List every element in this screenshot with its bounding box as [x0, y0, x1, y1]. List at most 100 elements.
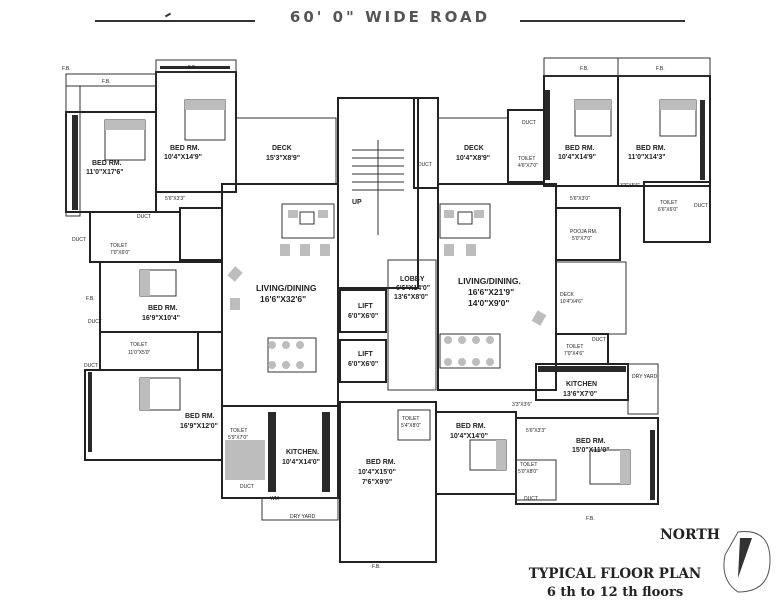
north-arrow-icon	[723, 531, 771, 593]
bed-icon-br2	[589, 449, 631, 485]
bed-ml-size: 16'9"X10'4"	[142, 315, 180, 322]
duct-left1: DUCT	[72, 237, 86, 243]
toilet-br: TOILET	[520, 462, 537, 468]
up-label: UP	[352, 199, 362, 206]
bed-br2-name: BED RM.	[576, 438, 606, 445]
toilet-bc-size: 5'4"X8'0"	[401, 423, 421, 429]
bed-ml-name: BED RM.	[148, 305, 178, 312]
toilet-mr-size: 7'0"X4'6"	[564, 351, 584, 357]
pooja-size: 5'0"X7'0"	[572, 236, 592, 242]
bed-icon-bl	[139, 377, 181, 411]
bed-bc-name: BED RM.	[366, 459, 396, 466]
lobby-size1: 6'6"X14'0"	[396, 285, 430, 292]
lobby-name: LOBBY	[400, 276, 425, 283]
lift1-size: 6'0"X6'0"	[348, 313, 378, 320]
toilet-tr2: TOILET	[660, 200, 677, 206]
duct-center: DUCT	[418, 162, 432, 168]
bed-tl2-name: BED RM.	[170, 145, 200, 152]
dry-yard-left-label: DRY YARD	[290, 514, 316, 520]
bed-bc-size1: 10'4"X15'0"	[358, 469, 396, 476]
wm-label: WM	[270, 496, 279, 502]
wall-toilet-tr2	[643, 181, 711, 243]
wall-wardrobe-tl	[179, 207, 223, 261]
toilet-tr: TOILET	[518, 156, 535, 162]
living-left-name: LIVING/DINING	[256, 283, 317, 293]
bed-icon-ml	[139, 269, 177, 297]
bed-br1-size: 10'4"X14'0"	[450, 433, 488, 440]
kitchen-right-name: KITCHEN	[566, 381, 597, 388]
wall-top-left-bed	[155, 71, 237, 193]
duct-bl: DUCT	[240, 484, 254, 490]
counter-kitchen-left-1	[268, 412, 276, 492]
living-left-size: 16'6"X32'6"	[260, 294, 306, 304]
pooja-name: POOJA RM.	[570, 229, 597, 235]
bed-bl-name: BED RM.	[185, 413, 215, 420]
deck-mr-size: 10'4"X4'6"	[560, 299, 583, 305]
toilet-br	[515, 459, 557, 501]
road-line-left	[95, 20, 255, 22]
lift-1	[339, 289, 387, 333]
duct-ml2: DUCT	[84, 363, 98, 369]
dim-tr3: 5'6"X3'0"	[570, 196, 590, 202]
fb-left-side	[65, 73, 157, 87]
counter-kitchen-right	[538, 366, 626, 372]
living-right-size2: 14'0"X9'0"	[468, 298, 509, 308]
dining-table-left	[267, 337, 317, 373]
window-top-left	[160, 66, 230, 69]
toilet-bl-size: 5'9"X7'0"	[228, 435, 248, 441]
kitchen-left-size: 10'4"X14'0"	[282, 459, 320, 466]
dry-yard-right-label: DRY YARD	[632, 374, 658, 380]
bed-tr1-name: BED RM.	[565, 145, 595, 152]
toilet-ml: TOILET	[130, 342, 147, 348]
lobby	[387, 259, 437, 391]
bed-tl-size: 11'0"X17'6"	[86, 169, 124, 176]
bed-tl2-size: 10'4"X14'9"	[164, 154, 202, 161]
dim-br: 3'3"X3'6"	[512, 402, 532, 408]
lift-2	[339, 339, 387, 383]
window-br2	[650, 430, 655, 500]
dim-tl: 5'6"X3'3"	[165, 196, 185, 202]
deck-left-size: 15'3"X8'9"	[266, 155, 300, 162]
window-ml	[88, 372, 92, 452]
deck-left-name: DECK	[272, 145, 292, 152]
bed-tl-name: BED RM.	[92, 160, 122, 167]
deck-right-name: DECK	[464, 145, 484, 152]
window-tr1	[545, 90, 550, 180]
duct-br: DUCT	[524, 496, 538, 502]
living-right-name: LIVING/DINING.	[458, 276, 521, 286]
toilet-tr-size: 4'6"X7'0"	[518, 163, 538, 169]
dining-table-right	[439, 333, 501, 369]
toilet-tl: TOILET	[110, 243, 127, 249]
deck-mr-name: DECK	[560, 292, 575, 298]
fb-bottom: F.B.	[372, 564, 381, 570]
duct-top-left: DUCT	[137, 214, 151, 220]
lift1-name: LIFT	[358, 303, 373, 310]
fb-right-label: F.B.	[580, 66, 589, 72]
toilet-bc: TOILET	[402, 416, 419, 422]
plan-subtitle: 6 th to 12 th floors	[546, 585, 684, 600]
fb-top-left-label: F.B.	[188, 65, 197, 71]
stair-treads	[352, 140, 404, 235]
bed-tr1-size: 10'4"X14'9"	[558, 154, 596, 161]
bed-bl-size: 16'9"X12'0"	[180, 423, 218, 430]
north-label: NORTH	[660, 527, 721, 543]
lobby-size2: 13'6"X8'0"	[394, 294, 428, 301]
deck-mid-right	[555, 261, 627, 335]
road-title: 60' 0" WIDE ROAD	[289, 8, 491, 26]
bed-br2-size: 15'0"X11'0"	[572, 447, 610, 454]
toilet-br-size: 5'0"X8'0"	[518, 469, 538, 475]
toilet-bl: TOILET	[230, 428, 247, 434]
fb-side-left-label: F.B.	[62, 66, 71, 72]
bed-tr2-size: 11'0"X14'3"	[628, 154, 666, 161]
fb-ml: F.B.	[86, 296, 95, 302]
road-line-right	[520, 20, 685, 22]
chair-right-1	[531, 310, 547, 326]
fb-bottom2: F.B.	[586, 516, 595, 522]
living-right-size1: 16'6"X21'9"	[468, 287, 514, 297]
bed-bc-size2: 7'6"X9'0"	[362, 479, 392, 486]
wall-staircase	[337, 97, 419, 289]
chair-left-2	[230, 298, 240, 310]
toilet-bc	[397, 409, 431, 441]
